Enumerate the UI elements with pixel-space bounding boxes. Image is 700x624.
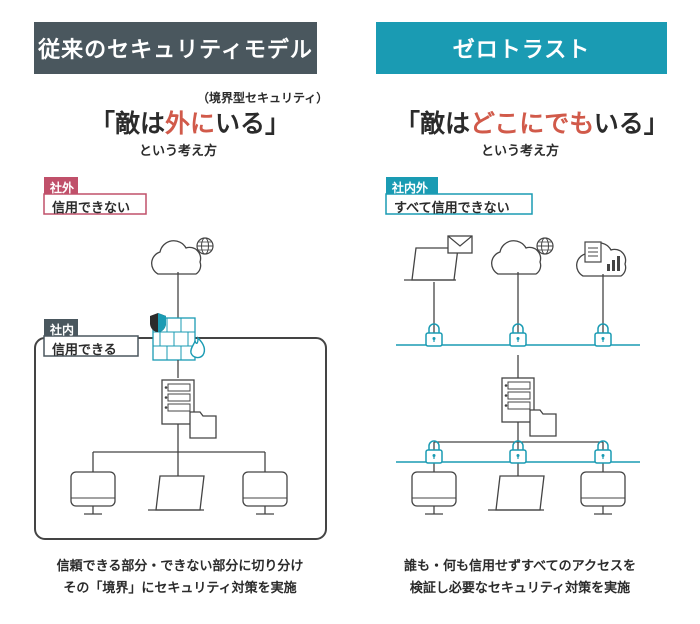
left-tagline-post: いる」 <box>215 109 291 138</box>
left-laptop-icon <box>147 475 205 511</box>
zt-label: すべて信用できない <box>394 201 510 216</box>
outside-label-box <box>43 193 147 215</box>
outside-label: 信用できない <box>52 201 131 216</box>
right-desktop-icon-2 <box>580 471 626 515</box>
cloud-document-icon <box>576 241 627 277</box>
firewall-icon <box>150 313 206 361</box>
perimeter-security-note: （境界型セキュリティ） <box>197 91 329 105</box>
left-desktop-icon-2 <box>242 471 288 515</box>
right-tagline-pre: 「敵は <box>395 109 471 138</box>
zt-tag: 社内外 <box>392 181 429 195</box>
left-cloud-icon <box>151 240 202 275</box>
left-caption-line1: 信頼できる部分・できない部分に切り分け <box>56 559 304 574</box>
laptop-mail-icon <box>404 235 473 281</box>
right-desktop-icon-1 <box>411 471 457 515</box>
zt-tag-bg <box>386 177 438 194</box>
right-caption-line2: 検証し必要なセキュリティ対策を実施 <box>409 581 631 596</box>
left-subtitle: という考え方 <box>138 144 217 159</box>
inside-tag-bg <box>44 319 78 336</box>
right-subtitle: という考え方 <box>480 144 559 159</box>
left-tagline: 「敵は外にいる」 <box>90 104 290 140</box>
left-desktop-icon-1 <box>70 471 116 515</box>
right-caption: 誰も・何も信用せずすべてのアクセスを 検証し必要なセキュリティ対策を実施 <box>370 556 670 600</box>
left-caption: 信頼できる部分・できない部分に切り分け その「境界」にセキュリティ対策を実施 <box>30 556 330 600</box>
zt-label-box <box>385 193 533 215</box>
left-tagline-pre: 「敵は <box>90 109 166 138</box>
outside-tag: 社外 <box>50 181 75 195</box>
right-tagline-post: いる」 <box>593 109 669 138</box>
right-tagline-highlight: どこにでも <box>470 109 594 138</box>
right-tagline: 「敵はどこにでもいる」 <box>395 104 669 140</box>
left-tagline-highlight: 外に <box>165 109 216 138</box>
right-server-icon <box>501 377 557 437</box>
right-globe-icon <box>536 237 554 255</box>
inside-label-box <box>43 335 139 357</box>
left-globe-icon <box>196 237 214 255</box>
right-caption-line1: 誰も・何も信用せずすべてのアクセスを <box>404 559 636 574</box>
right-laptop-icon <box>487 475 545 511</box>
traditional-model-header: 従来のセキュリティモデル <box>34 22 317 74</box>
outside-tag-bg <box>44 177 78 194</box>
left-server-icon <box>161 379 217 439</box>
inside-label: 信用できる <box>52 343 117 358</box>
inside-tag: 社内 <box>50 323 75 337</box>
zero-trust-header: ゼロトラスト <box>376 22 667 74</box>
right-cloud-icon <box>491 240 542 275</box>
left-caption-line2: その「境界」にセキュリティ対策を実施 <box>63 581 297 596</box>
